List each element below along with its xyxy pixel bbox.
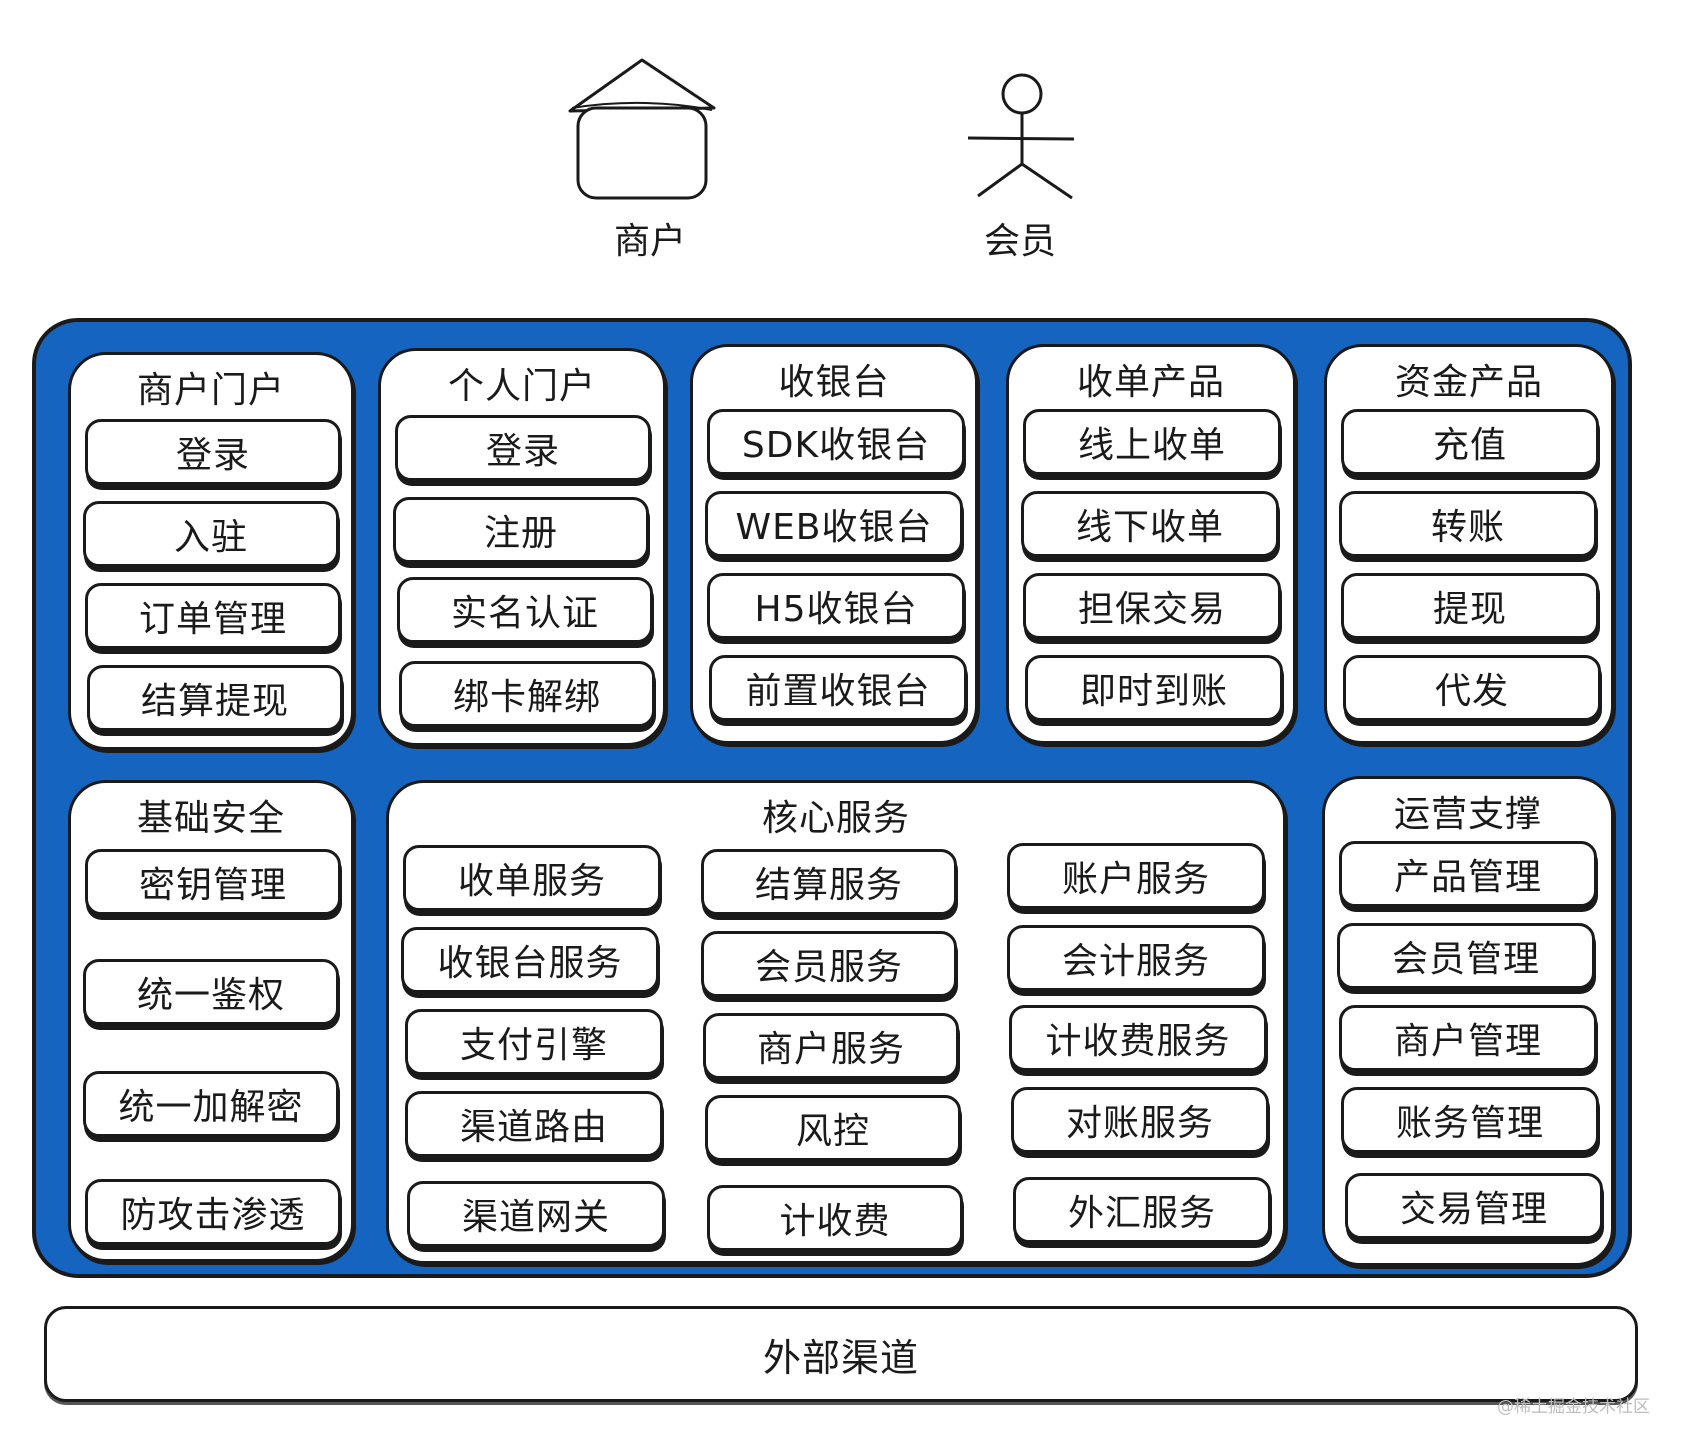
item-escrow-trade[interactable]: 担保交易 [1023,573,1281,639]
item-order-management[interactable]: 订单管理 [85,583,341,649]
item-sdk-cashier[interactable]: SDK收银台 [707,409,965,475]
item-reconciliation-service[interactable]: 对账服务 [1011,1087,1269,1153]
item-h5-cashier[interactable]: H5收银台 [707,573,965,639]
house-icon [568,58,716,200]
item-product-management[interactable]: 产品管理 [1339,841,1597,907]
item-online-acquiring[interactable]: 线上收单 [1023,409,1281,475]
item-forex-service[interactable]: 外汇服务 [1013,1177,1271,1243]
item-merchant-onboard[interactable]: 入驻 [83,501,339,567]
member-label: 会员 [983,221,1056,262]
group-acquiring-products: 收单产品 线上收单 线下收单 担保交易 即时到账 [1006,344,1296,744]
item-transfer[interactable]: 转账 [1339,491,1597,557]
item-accounting-service[interactable]: 会计服务 [1007,925,1265,991]
item-instant-arrival[interactable]: 即时到账 [1025,655,1283,721]
member-actor [960,72,1080,202]
item-merchant-management[interactable]: 商户管理 [1339,1005,1597,1071]
group-title: 收单产品 [1076,362,1225,403]
group-title: 资金产品 [1394,362,1543,403]
item-anti-attack[interactable]: 防攻击渗透 [85,1179,341,1245]
group-title: 个人门户 [447,366,596,407]
group-fund-products: 资金产品 充值 转账 提现 代发 [1324,344,1614,744]
item-member-service[interactable]: 会员服务 [701,931,957,997]
item-withdraw[interactable]: 提现 [1341,573,1599,639]
item-front-cashier[interactable]: 前置收银台 [709,655,967,721]
item-channel-routing[interactable]: 渠道路由 [405,1091,663,1157]
item-real-name-auth[interactable]: 实名认证 [397,577,653,643]
stick-figure-icon [967,73,1075,200]
item-recharge[interactable]: 充值 [1341,409,1599,475]
item-merchant-service[interactable]: 商户服务 [703,1013,959,1079]
item-offline-acquiring[interactable]: 线下收单 [1021,491,1279,557]
merchant-label: 商户 [613,221,686,262]
item-settlement-withdraw[interactable]: 结算提现 [87,665,343,731]
item-risk-control[interactable]: 风控 [705,1095,961,1161]
group-title: 收银台 [778,362,890,403]
group-title: 基础安全 [136,798,285,839]
item-acquiring-service[interactable]: 收单服务 [403,845,661,911]
item-payout[interactable]: 代发 [1343,655,1601,721]
group-personal-portal: 个人门户 登录 注册 实名认证 绑卡解绑 [378,348,666,746]
group-core-services: 核心服务 收单服务 收银台服务 支付引擎 渠道路由 渠道网关 结算服务 会员服务… [386,780,1286,1264]
item-register[interactable]: 注册 [393,497,649,563]
group-operations-support: 运营支撑 产品管理 会员管理 商户管理 账务管理 交易管理 [1322,776,1614,1266]
item-member-management[interactable]: 会员管理 [1337,923,1595,989]
item-unified-auth[interactable]: 统一鉴权 [83,959,339,1025]
main-platform-panel: 商户门户 登录 入驻 订单管理 结算提现 个人门户 登录 注册 实名认证 绑卡解… [32,318,1632,1278]
group-cashier: 收银台 SDK收银台 WEB收银台 H5收银台 前置收银台 [690,344,978,744]
item-unified-encryption[interactable]: 统一加解密 [83,1071,339,1137]
group-title: 商户门户 [136,370,285,411]
item-cashier-service[interactable]: 收银台服务 [401,927,659,993]
item-fee-charging[interactable]: 计收费 [707,1185,963,1251]
item-personal-login[interactable]: 登录 [395,415,651,481]
item-accounting-management[interactable]: 账务管理 [1341,1087,1599,1153]
group-basic-security: 基础安全 密钥管理 统一鉴权 统一加解密 防攻击渗透 [68,780,354,1262]
item-key-management[interactable]: 密钥管理 [85,849,341,915]
item-fee-service[interactable]: 计收费服务 [1009,1005,1267,1071]
item-bind-card[interactable]: 绑卡解绑 [399,661,655,727]
item-settlement-service[interactable]: 结算服务 [701,849,957,915]
item-web-cashier[interactable]: WEB收银台 [705,491,963,557]
watermark: @稀土掘金技术社区 [1497,1397,1650,1417]
group-title: 运营支撑 [1393,794,1542,835]
group-title: 核心服务 [761,798,910,839]
group-merchant-portal: 商户门户 登录 入驻 订单管理 结算提现 [68,352,354,750]
item-payment-engine[interactable]: 支付引擎 [405,1009,663,1075]
item-transaction-management[interactable]: 交易管理 [1345,1173,1603,1239]
item-account-service[interactable]: 账户服务 [1007,843,1265,909]
item-channel-gateway[interactable]: 渠道网关 [407,1181,665,1247]
item-merchant-login[interactable]: 登录 [85,419,341,485]
external-channel-bar[interactable]: 外部渠道 [44,1306,1638,1402]
merchant-actor [562,56,722,206]
